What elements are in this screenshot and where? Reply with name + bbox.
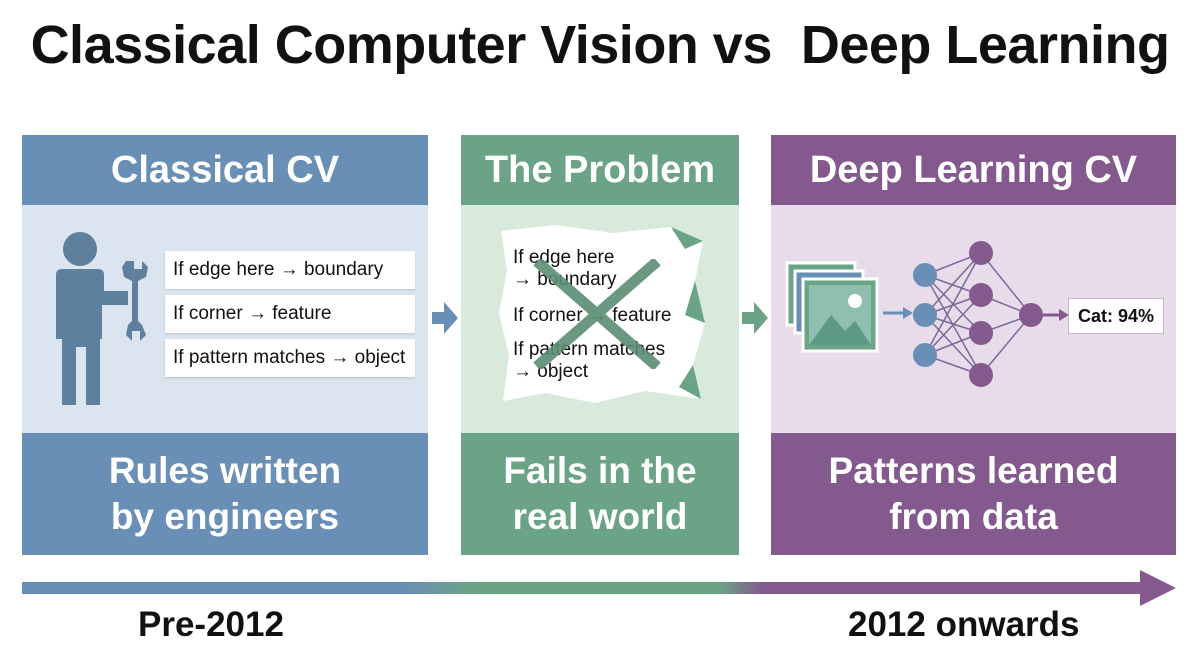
panel-header-deep-learning: Deep Learning CV <box>771 135 1176 205</box>
timeline-end-label: 2012 onwards <box>848 605 1080 644</box>
panel-footer-classical: Rules written by engineers <box>22 433 428 555</box>
panel-deep-learning-cv: Deep Learning CV Cat: 94% Patter <box>771 135 1176 555</box>
rule-card: If pattern matches → object <box>165 339 415 377</box>
arrow-right-icon <box>742 302 768 334</box>
arrow-right-icon <box>432 302 458 334</box>
footer-line: Patterns learned <box>828 450 1119 491</box>
panel-header-classical: Classical CV <box>22 135 428 205</box>
rule-card: If corner → feature <box>165 295 415 333</box>
arrow-right-icon <box>883 307 913 319</box>
image-stack-icon <box>785 261 879 353</box>
prediction-label: Cat: 94% <box>1068 298 1164 334</box>
engineer-with-wrench-icon <box>56 232 148 405</box>
footer-line: real world <box>512 496 688 537</box>
timeline-start-label: Pre-2012 <box>138 605 284 644</box>
panel-the-problem: The Problem If edge here → boundary If c… <box>461 135 739 555</box>
rule-card: If edge here → boundary <box>165 251 415 289</box>
footer-line: Rules written <box>108 450 342 491</box>
neural-network-icon <box>913 241 1069 387</box>
footer-line: Fails in the <box>503 450 697 491</box>
timeline-arrow <box>22 570 1176 606</box>
broken-rule-text: → object <box>513 361 588 382</box>
panel-header-problem: The Problem <box>461 135 739 205</box>
footer-line: from data <box>889 496 1058 537</box>
footer-line: by engineers <box>110 496 340 537</box>
page-title: Classical Computer Vision vs Deep Learni… <box>30 15 1170 75</box>
panel-footer-deep-learning: Patterns learned from data <box>771 433 1176 555</box>
panel-classical-cv: Classical CV If edge here → boundary If … <box>22 135 428 555</box>
panel-footer-problem: Fails in the real world <box>461 433 739 555</box>
cross-out-icon <box>533 259 661 369</box>
